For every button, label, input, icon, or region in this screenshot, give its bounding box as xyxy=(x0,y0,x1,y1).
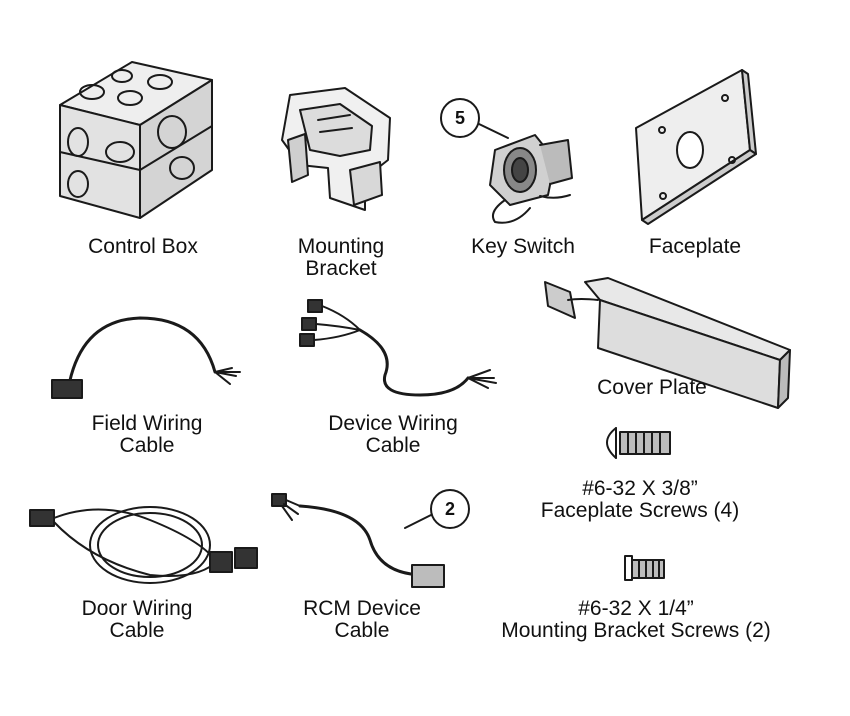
device-wiring-cable-illustration xyxy=(299,299,497,397)
faceplate-illustration xyxy=(635,69,757,225)
faceplate-screws-label-line2: Faceplate Screws (4) xyxy=(540,499,740,522)
door-wiring-cable-label: Door Wiring Cable xyxy=(82,598,193,642)
mounting-bracket-label-line1: Mounting xyxy=(297,235,385,258)
key-switch-label-line1: Key Switch xyxy=(471,235,575,258)
faceplate-label: Faceplate xyxy=(649,236,741,258)
rcm-device-cable-callout-number: 2 xyxy=(445,499,455,519)
mounting-bracket-screw-illustration xyxy=(624,555,665,581)
key-switch-illustration xyxy=(489,134,573,224)
mounting-bracket-illustration xyxy=(281,87,391,211)
faceplate-screws-label: #6-32 X 3/8” Faceplate Screws (4) xyxy=(541,478,739,522)
key-switch-callout xyxy=(440,98,509,139)
device-wiring-cable-label-line2: Cable xyxy=(365,434,421,457)
device-wiring-cable-label-line1: Device Wiring xyxy=(328,412,458,435)
rcm-device-cable-label: RCM Device Cable xyxy=(303,598,421,642)
rcm-device-cable-illustration xyxy=(271,493,445,588)
cover-plate-illustration xyxy=(544,277,791,409)
mounting-bracket-screws-label: #6-32 X 1/4” Mounting Bracket Screws (2) xyxy=(501,598,771,642)
control-box-label: Control Box xyxy=(88,236,198,258)
rcm-device-cable-label-line1: RCM Device xyxy=(303,597,421,620)
field-wiring-cable-illustration xyxy=(51,316,241,399)
key-switch-callout-number: 5 xyxy=(455,108,465,128)
rcm-device-cable-callout xyxy=(404,489,470,529)
rcm-device-cable-label-line2: Cable xyxy=(334,619,390,642)
faceplate-screw-illustration xyxy=(606,427,671,459)
field-wiring-cable-label-line2: Cable xyxy=(119,434,175,457)
cover-plate-label-line1: Cover Plate xyxy=(597,376,707,399)
control-box-label-line1: Control Box xyxy=(88,235,198,258)
mounting-bracket-label: Mounting Bracket xyxy=(298,236,384,280)
mounting-bracket-screws-label-line2: Mounting Bracket Screws (2) xyxy=(501,619,771,642)
key-switch-label: Key Switch xyxy=(471,236,575,258)
door-wiring-cable-illustration xyxy=(29,506,258,584)
control-box-illustration xyxy=(59,61,213,219)
door-wiring-cable-label-line1: Door Wiring xyxy=(81,597,193,620)
mounting-bracket-label-line2: Bracket xyxy=(305,257,377,280)
device-wiring-cable-label: Device Wiring Cable xyxy=(328,413,458,457)
faceplate-screws-label-line1: #6-32 X 3/8” xyxy=(582,477,698,500)
cover-plate-label: Cover Plate xyxy=(597,377,707,399)
mounting-bracket-screws-label-line1: #6-32 X 1/4” xyxy=(578,597,694,620)
faceplate-label-line1: Faceplate xyxy=(648,235,742,258)
field-wiring-cable-label-line1: Field Wiring xyxy=(91,412,203,435)
door-wiring-cable-label-line2: Cable xyxy=(109,619,165,642)
field-wiring-cable-label: Field Wiring Cable xyxy=(92,413,203,457)
